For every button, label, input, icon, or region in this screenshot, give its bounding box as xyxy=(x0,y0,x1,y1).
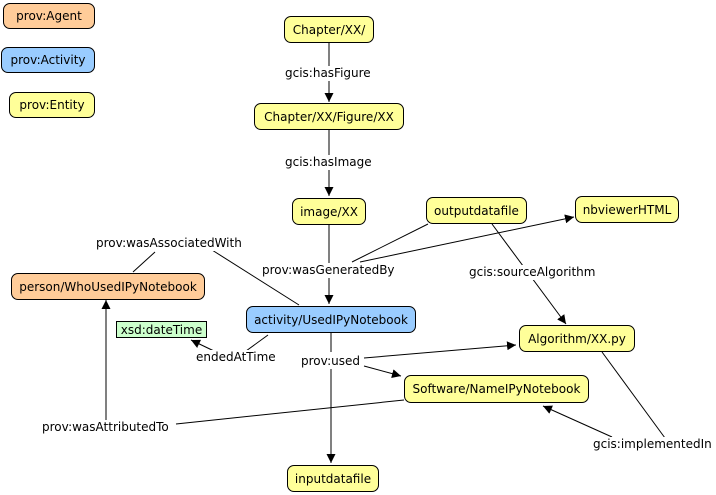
label-has-figure: gcis:hasFigure xyxy=(284,66,372,81)
edge-implemented-algorithm xyxy=(601,351,666,439)
edge-used-algorithm xyxy=(363,341,517,359)
node-image: image/XX xyxy=(292,198,366,225)
label-was-attributed-to: prov:wasAttributedTo xyxy=(41,420,170,435)
label-implemented-in: gcis:implementedIn xyxy=(592,437,713,452)
edge-associated-activity xyxy=(211,249,300,306)
edge-nbviewer-generated-by xyxy=(359,214,575,263)
label-ended-at-time: endedAtTime xyxy=(195,350,277,365)
edge-associated-person xyxy=(132,251,156,273)
legend-activity: prov:Activity xyxy=(1,47,95,73)
edge-ended-at-time xyxy=(245,334,269,352)
node-software: Software/NameIPyNotebook xyxy=(404,375,589,403)
node-figure: Chapter/XX/Figure/XX xyxy=(254,103,404,130)
edge-attributed-software xyxy=(175,399,405,425)
edge-used-software xyxy=(363,365,402,378)
legend-entity: prov:Entity xyxy=(9,92,95,118)
node-outputdatafile: outputdatafile xyxy=(426,197,527,224)
node-datetime: xsd:dateTime xyxy=(116,321,207,338)
edge-output-generated-by xyxy=(351,223,429,263)
node-algorithm: Algorithm/XX.py xyxy=(519,325,635,352)
node-activity: activity/UsedIPyNotebook xyxy=(246,306,416,333)
edge-ended-at-time-arrow xyxy=(190,339,215,352)
node-person: person/WhoUsedIPyNotebook xyxy=(11,273,205,300)
node-nbviewer: nbviewerHTML xyxy=(575,196,679,223)
label-was-associated-with: prov:wasAssociatedWith xyxy=(95,236,243,251)
label-has-image: gcis:hasImage xyxy=(284,155,373,170)
node-chapter: Chapter/XX/ xyxy=(284,16,374,43)
label-source-algorithm: gcis:sourceAlgorithm xyxy=(468,265,597,280)
label-was-generated-by: prov:wasGeneratedBy xyxy=(261,263,396,278)
edge-implemented-software xyxy=(542,405,613,438)
node-inputdatafile: inputdatafile xyxy=(287,465,379,492)
label-used: prov:used xyxy=(300,354,361,369)
legend-agent: prov:Agent xyxy=(3,3,95,29)
